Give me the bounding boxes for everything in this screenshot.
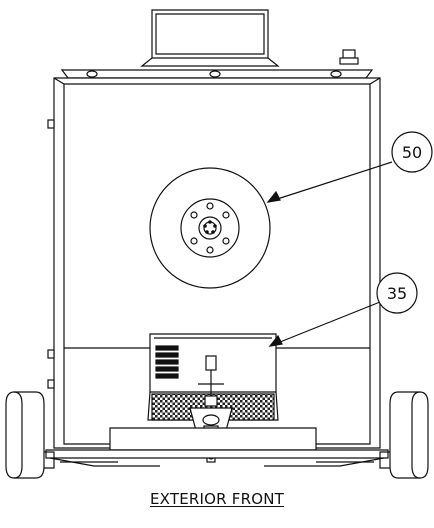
left-tire	[5, 391, 55, 479]
wheel-disc	[149, 167, 271, 289]
callout-number-35: 35	[387, 284, 407, 303]
callout-number-50: 50	[402, 143, 422, 162]
callout-bubble-50	[391, 131, 433, 173]
roof-unit	[140, 9, 280, 67]
bottom-frame	[45, 427, 389, 467]
callout-leader-35	[268, 301, 381, 347]
right-tire	[379, 391, 429, 479]
figure-caption: EXTERIOR FRONT	[0, 490, 434, 508]
top-fitting	[339, 49, 359, 65]
vent-grille	[155, 345, 179, 379]
callout-bubble-35	[376, 272, 418, 314]
callout-leader-50	[266, 161, 393, 203]
roof-rail	[60, 69, 374, 79]
tow-hitch-cover	[147, 333, 279, 421]
figure-caption-text: EXTERIOR FRONT	[149, 490, 284, 508]
